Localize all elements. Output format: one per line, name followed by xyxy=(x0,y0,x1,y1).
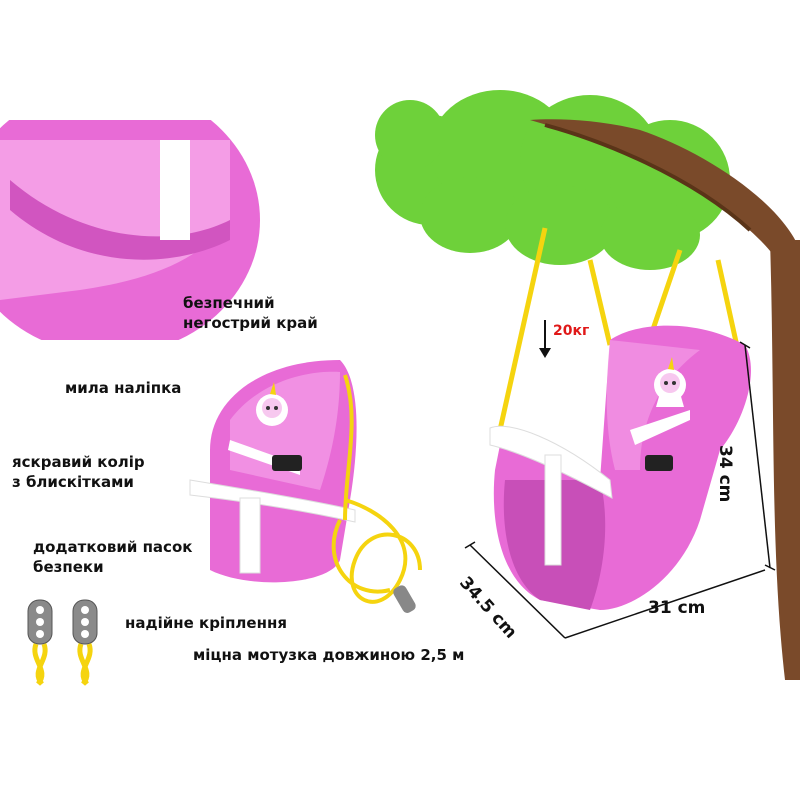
dimension-lines xyxy=(464,341,776,639)
rope-label: міцна мотузка довжиною 2,5 м xyxy=(193,646,465,664)
mount-label: надійне кріплення xyxy=(125,614,287,632)
width-dimension: 31 cm xyxy=(648,598,706,618)
bright-color-label: яскравий колір з блискітками xyxy=(12,453,145,491)
tree-branch xyxy=(530,119,800,320)
down-arrow-icon xyxy=(539,320,551,358)
swing-seat xyxy=(489,325,751,610)
safety-belt-label: додатковий пасок безпеки xyxy=(33,538,193,576)
rope-coil xyxy=(331,374,422,604)
max-load-label: 20кг xyxy=(553,323,590,339)
unicorn-sticker-icon xyxy=(654,357,686,407)
sticker-label: мила наліпка xyxy=(65,379,182,397)
safe-edge-label: безпечний негострий край xyxy=(183,294,318,332)
unicorn-sticker-small-icon xyxy=(256,382,288,426)
tree-trunk xyxy=(770,240,800,680)
